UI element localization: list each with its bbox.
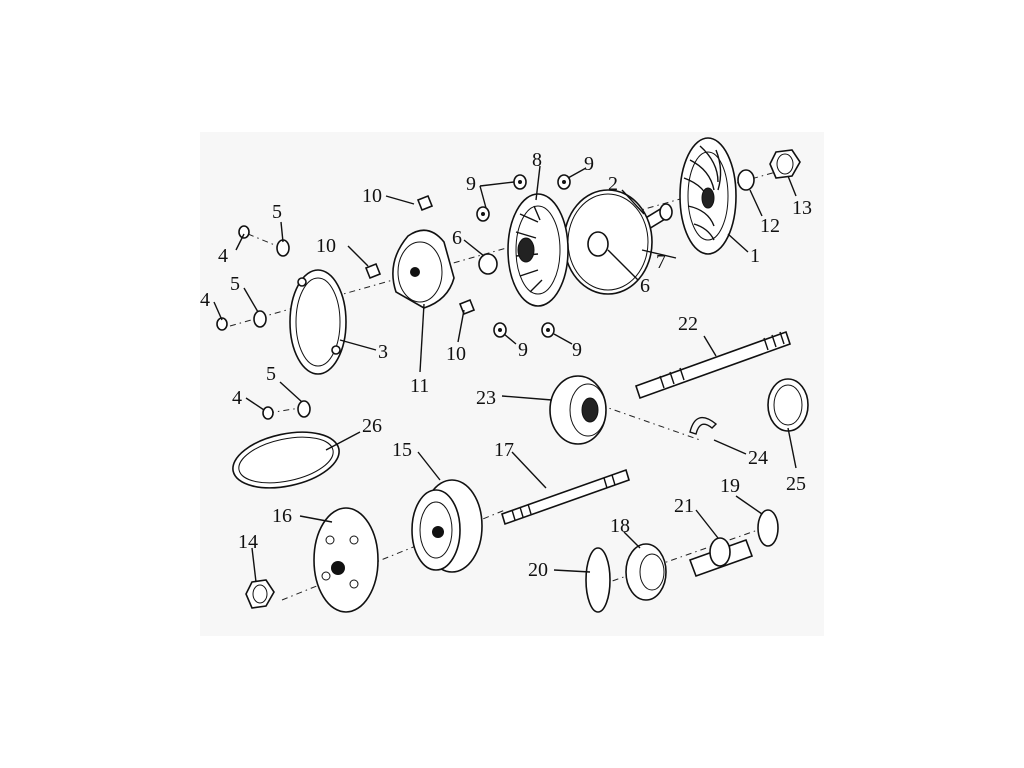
callout-1: 1 bbox=[750, 245, 760, 267]
callout-4a: 4 bbox=[218, 245, 228, 267]
callout-19: 19 bbox=[720, 475, 740, 497]
part-movable-drive-face bbox=[507, 193, 569, 307]
part-belt-26 bbox=[232, 431, 340, 489]
callout-17: 17 bbox=[494, 439, 514, 461]
callout-14: 14 bbox=[238, 531, 258, 553]
part-washer-19 bbox=[757, 509, 779, 547]
part-gear-18 bbox=[625, 543, 667, 601]
leader-lines bbox=[213, 165, 797, 583]
part-ramp-plate-11 bbox=[392, 229, 455, 309]
part-clutch-outer-16 bbox=[313, 507, 379, 613]
callout-8: 8 bbox=[532, 149, 542, 171]
part-cover-plate bbox=[289, 269, 347, 375]
callout-20: 20 bbox=[528, 559, 548, 581]
callout-6a: 6 bbox=[452, 227, 462, 249]
callout-5c: 5 bbox=[266, 363, 276, 385]
callout-9b: 9 bbox=[584, 153, 594, 175]
callout-7: 7 bbox=[656, 251, 666, 273]
part-shaft-17 bbox=[501, 468, 630, 526]
callout-12: 12 bbox=[760, 215, 780, 237]
callout-24: 24 bbox=[748, 447, 768, 469]
part-nut-14 bbox=[245, 579, 275, 609]
callout-22: 22 bbox=[678, 313, 698, 335]
part-drive-face bbox=[679, 137, 737, 255]
callout-9d: 9 bbox=[572, 339, 582, 361]
part-nut-13 bbox=[769, 149, 801, 179]
callout-21: 21 bbox=[674, 495, 694, 517]
callout-10c: 10 bbox=[446, 343, 466, 365]
part-ramp-plate bbox=[563, 189, 653, 295]
callout-labels: 1 2 3 4 4 4 5 5 5 6 6 7 8 9 9 9 9 10 10 … bbox=[200, 149, 812, 581]
part-seal-25 bbox=[767, 378, 809, 432]
callout-11: 11 bbox=[410, 375, 429, 397]
part-clutch-15 bbox=[411, 479, 483, 573]
callout-9c: 9 bbox=[518, 339, 528, 361]
callout-4c: 4 bbox=[232, 387, 242, 409]
callout-3: 3 bbox=[378, 341, 388, 363]
callout-16: 16 bbox=[272, 505, 292, 527]
part-shaft-22 bbox=[634, 330, 792, 400]
callout-25: 25 bbox=[786, 473, 806, 495]
part-washer-12 bbox=[737, 169, 755, 191]
callout-5b: 5 bbox=[230, 273, 240, 295]
part-gear-shaft-21 bbox=[688, 537, 754, 578]
callout-18: 18 bbox=[610, 515, 630, 537]
callout-5a: 5 bbox=[272, 201, 282, 223]
callout-10a: 10 bbox=[362, 185, 382, 207]
callout-13: 13 bbox=[792, 197, 812, 219]
part-rollers bbox=[476, 174, 571, 338]
part-gear-23 bbox=[549, 375, 607, 445]
callout-10b: 10 bbox=[316, 235, 336, 257]
callout-4b: 4 bbox=[200, 289, 210, 311]
callout-23: 23 bbox=[476, 387, 496, 409]
callout-2: 2 bbox=[608, 173, 618, 195]
part-slider-clips bbox=[364, 194, 476, 316]
part-circlip-24 bbox=[689, 416, 718, 435]
part-bolts-washers bbox=[216, 225, 311, 420]
callout-6b: 6 bbox=[640, 275, 650, 297]
part-washer-20 bbox=[585, 547, 611, 613]
callout-26: 26 bbox=[362, 415, 382, 437]
callout-9a: 9 bbox=[466, 173, 476, 195]
callout-15: 15 bbox=[392, 439, 412, 461]
part-ring-left bbox=[478, 253, 498, 275]
